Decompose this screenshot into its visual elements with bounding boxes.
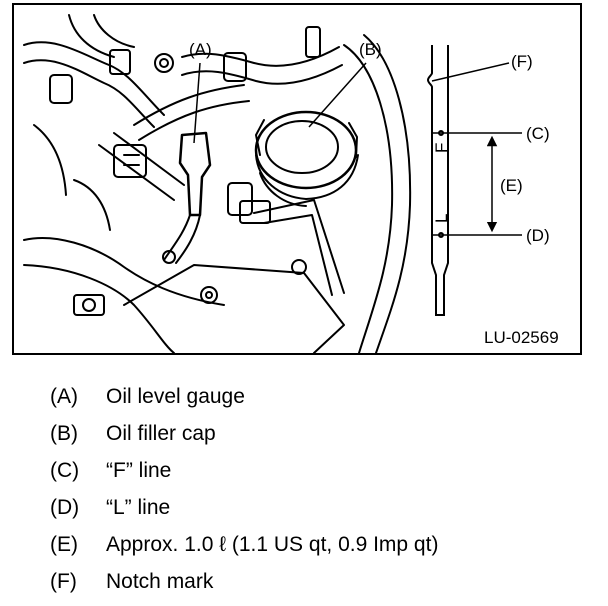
legend-item-c: (C) “F” line [50, 452, 590, 489]
legend-key: (B) [50, 421, 78, 445]
legend-item-b: (B) Oil filler cap [50, 415, 590, 452]
legend: (A) Oil level gauge (B) Oil filler cap (… [50, 378, 590, 600]
legend-text: “L” line [106, 495, 171, 519]
dipstick-detail [426, 45, 522, 316]
engine-illustration-frame: (A) (B) F L (F) (C) (E) (D) LU-02569 [12, 3, 582, 355]
legend-item-e: (E) Approx. 1.0 ℓ (1.1 US qt, 0.9 Imp qt… [50, 526, 590, 563]
legend-text: Approx. 1.0 ℓ (1.1 US qt, 0.9 Imp qt) [106, 532, 439, 556]
legend-key: (E) [50, 532, 78, 556]
engine-illustration: (A) (B) F L (F) (C) (E) (D) LU-02569 [23, 14, 559, 353]
legend-item-a: (A) Oil level gauge [50, 378, 590, 415]
callout-a: (A) [189, 40, 212, 59]
legend-key: (F) [50, 569, 77, 593]
callout-f: (F) [511, 52, 533, 71]
callout-e: (E) [500, 176, 523, 195]
legend-key: (D) [50, 495, 80, 519]
legend-item-d: (D) “L” line [50, 489, 590, 526]
legend-text: Oil filler cap [106, 421, 216, 445]
gauge-mark-f: F [432, 143, 451, 153]
callout-c: (C) [526, 124, 550, 143]
legend-key: (C) [50, 458, 80, 482]
gauge-mark-l: L [432, 214, 451, 223]
legend-text: Oil level gauge [106, 384, 245, 408]
legend-key: (A) [50, 384, 78, 408]
legend-text: “F” line [106, 458, 172, 482]
figure-code: LU-02569 [484, 328, 559, 347]
legend-item-f: (F) Notch mark [50, 563, 590, 600]
engine-bay-drawing [23, 14, 412, 353]
callout-d: (D) [526, 226, 550, 245]
callout-leaders [193, 62, 367, 144]
legend-text: Notch mark [106, 569, 214, 593]
callout-b: (B) [359, 40, 382, 59]
